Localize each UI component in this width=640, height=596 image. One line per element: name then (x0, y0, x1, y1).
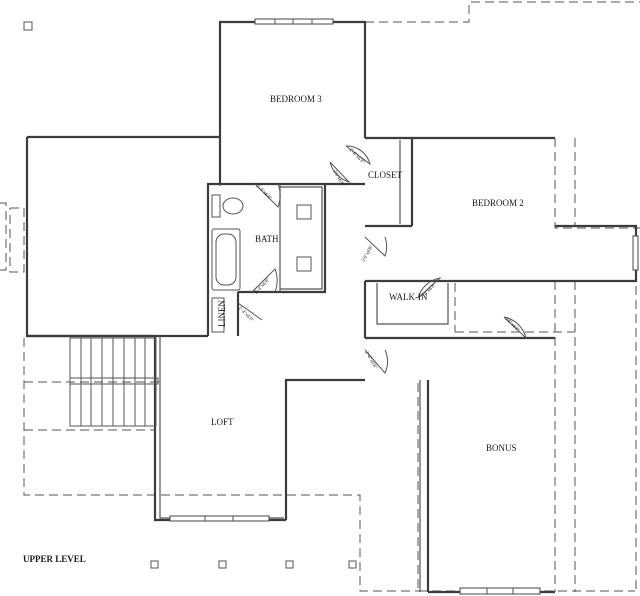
room-label-closet: CLOSET (368, 170, 403, 180)
room-label-loft: LOFT (211, 417, 234, 427)
walls (25, 20, 638, 594)
sink (296, 204, 312, 220)
door-label: 2'-6"x6'8" (363, 351, 377, 371)
room-label-bedroom2: BEDROOM 2 (472, 198, 524, 208)
toilet-bowl (222, 197, 244, 215)
staircase (24, 337, 160, 427)
door-label: 2'-4"x6'8" (255, 184, 273, 202)
corner-marker (23, 21, 33, 31)
room-label-linen: LINEN (217, 300, 227, 327)
door-swings (237, 145, 527, 374)
sink (296, 256, 312, 272)
toilet-tank (211, 194, 221, 218)
room-label-walkin: WALK-IN (389, 292, 428, 302)
door-label: 2'6"x6'8" (361, 245, 375, 263)
corner-marker (348, 560, 357, 569)
corner-marker (285, 560, 294, 569)
bathtub (211, 228, 241, 291)
drawing-title: UPPER LEVEL (23, 554, 86, 564)
linen-closet (211, 297, 225, 333)
door-label: 2'-6"x6'8" (348, 148, 366, 166)
windows (169, 18, 639, 595)
corner-marker (150, 560, 159, 569)
room-label-bonus: BONUS (486, 443, 517, 453)
bath-fixtures (211, 194, 312, 333)
room-label-bath: BATH (255, 234, 279, 244)
room-label-bedroom3: BEDROOM 3 (270, 94, 322, 104)
corner-marker (218, 560, 227, 569)
